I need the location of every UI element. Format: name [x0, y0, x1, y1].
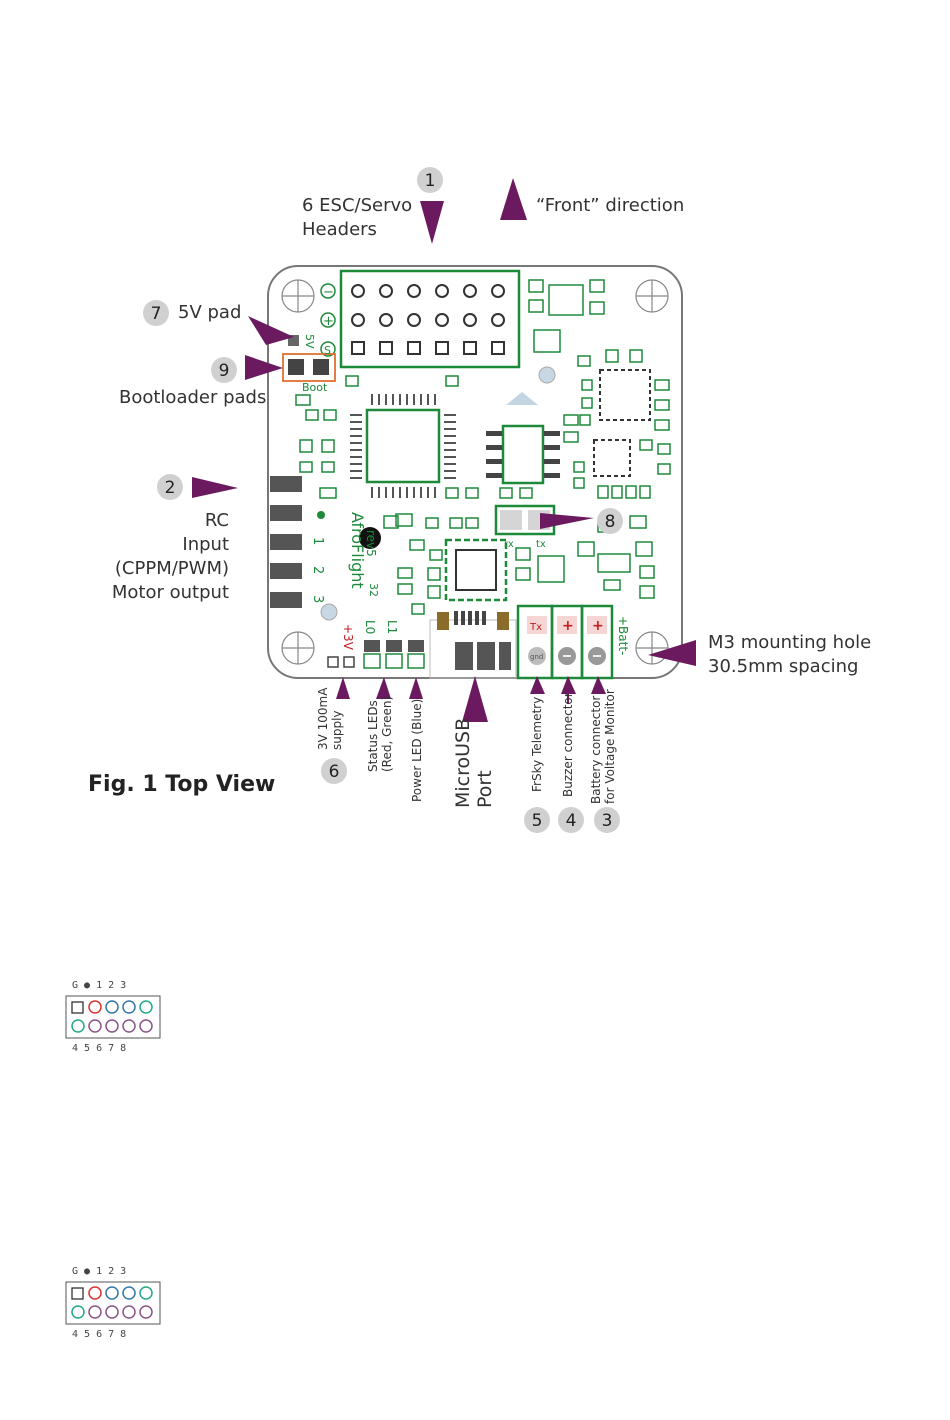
power-led-label: Power LED (Blue)	[410, 698, 424, 802]
mcu-pins	[350, 394, 456, 498]
rc-pin-2: 2	[310, 566, 325, 574]
mounting-holes	[281, 279, 669, 665]
boot-pads-frame	[282, 353, 336, 382]
status-leds-label: Status LEDs (Red, Green)	[366, 695, 394, 772]
mounting-hole-label: M3 mounting hole 30.5mm spacing	[708, 632, 872, 677]
esc-row-markers	[320, 283, 336, 357]
esc-header-block	[339, 269, 521, 369]
l1-label: L1	[385, 620, 399, 634]
battery-connector-label: Battery connector for Voltage Monitor	[589, 689, 617, 804]
sensor-chip	[593, 439, 631, 477]
callout-badges	[143, 167, 623, 833]
svg-text:+: +	[592, 618, 604, 634]
five-v-pad	[288, 335, 299, 346]
figure-title: Fig. 1 Top View	[88, 772, 276, 797]
pin-legend-1-top: G ● 1 2 3	[72, 980, 127, 991]
rc-pin-3: 3	[310, 595, 325, 603]
pin-legend-2-graphic	[65, 1281, 161, 1325]
battery-connector	[580, 604, 614, 680]
pin-legend-1-bottom: 4 5 6 7 8	[72, 1043, 127, 1054]
brand-label: AfroFlight	[348, 512, 367, 589]
capacitor	[359, 527, 381, 549]
buzzer-connector-label: Buzzer connector	[561, 692, 575, 797]
batt-label: +Batt-	[616, 616, 630, 655]
svg-text:+: +	[562, 618, 574, 634]
pin-legend-1-graphic	[65, 995, 161, 1039]
five-v-label: 5V	[303, 334, 316, 349]
smd-components	[295, 279, 671, 615]
plus3v-label: +3V	[341, 624, 355, 651]
rc-input-label: RC Input (CPPM/PWM) Motor output	[111, 510, 229, 603]
num32-label: 32	[367, 583, 380, 597]
pwr-plus-label: +	[323, 314, 334, 329]
fiducial	[538, 366, 556, 384]
fiducial	[320, 603, 338, 621]
usb-port	[429, 619, 517, 679]
callout-number-7: 7	[151, 304, 162, 324]
gnd-pad-label: gnd	[530, 653, 543, 661]
callout-number-5: 5	[532, 811, 543, 831]
front-direction-label: “Front” direction	[536, 195, 685, 216]
callout-number-8: 8	[605, 512, 616, 532]
rc-input-pads	[270, 476, 302, 608]
pin-legend-2-top: G ● 1 2 3	[72, 1266, 127, 1277]
microusb-port-label: MicroUSB Port	[452, 717, 496, 808]
pin-legend-2-bottom: 4 5 6 7 8	[72, 1329, 127, 1340]
three-v-supply-label: 3V 100mA supply	[316, 687, 344, 750]
callout-number-1: 1	[425, 171, 436, 191]
boot-label: Boot	[302, 381, 328, 394]
callout-number-3: 3	[602, 811, 613, 831]
l0-label: L0	[363, 620, 377, 634]
pwr-minus-label: −	[323, 285, 334, 300]
callout-number-9: 9	[219, 361, 230, 381]
tx-pad-label: Tx	[529, 622, 542, 633]
three-v-pads	[327, 656, 355, 668]
rc-pin-1: 1	[310, 537, 325, 545]
usb-chip	[444, 538, 508, 602]
led-pads	[364, 640, 424, 652]
callout-arrows	[192, 178, 696, 722]
front-marker	[506, 392, 538, 405]
bootloader-pads-label: Bootloader pads	[119, 387, 267, 408]
callout-number-2: 2	[165, 478, 176, 498]
soic-chip	[501, 424, 545, 485]
pwr-s-label: S	[324, 344, 331, 357]
callout-number-6: 6	[329, 762, 340, 782]
frsky-telemetry-label: FrSky Telemetry	[530, 696, 544, 792]
tx-small-label: tx	[536, 539, 546, 550]
rx-label: rx	[504, 539, 514, 550]
rev-label: rev5	[364, 530, 378, 557]
main-mcu	[365, 408, 441, 484]
esc-headers-label: 6 ESC/Servo Headers	[302, 195, 413, 240]
five-v-pad-label: 5V pad	[178, 302, 242, 323]
sensor-chip	[599, 369, 651, 421]
callout-number-4: 4	[566, 811, 577, 831]
esc-header-pins	[351, 284, 505, 355]
